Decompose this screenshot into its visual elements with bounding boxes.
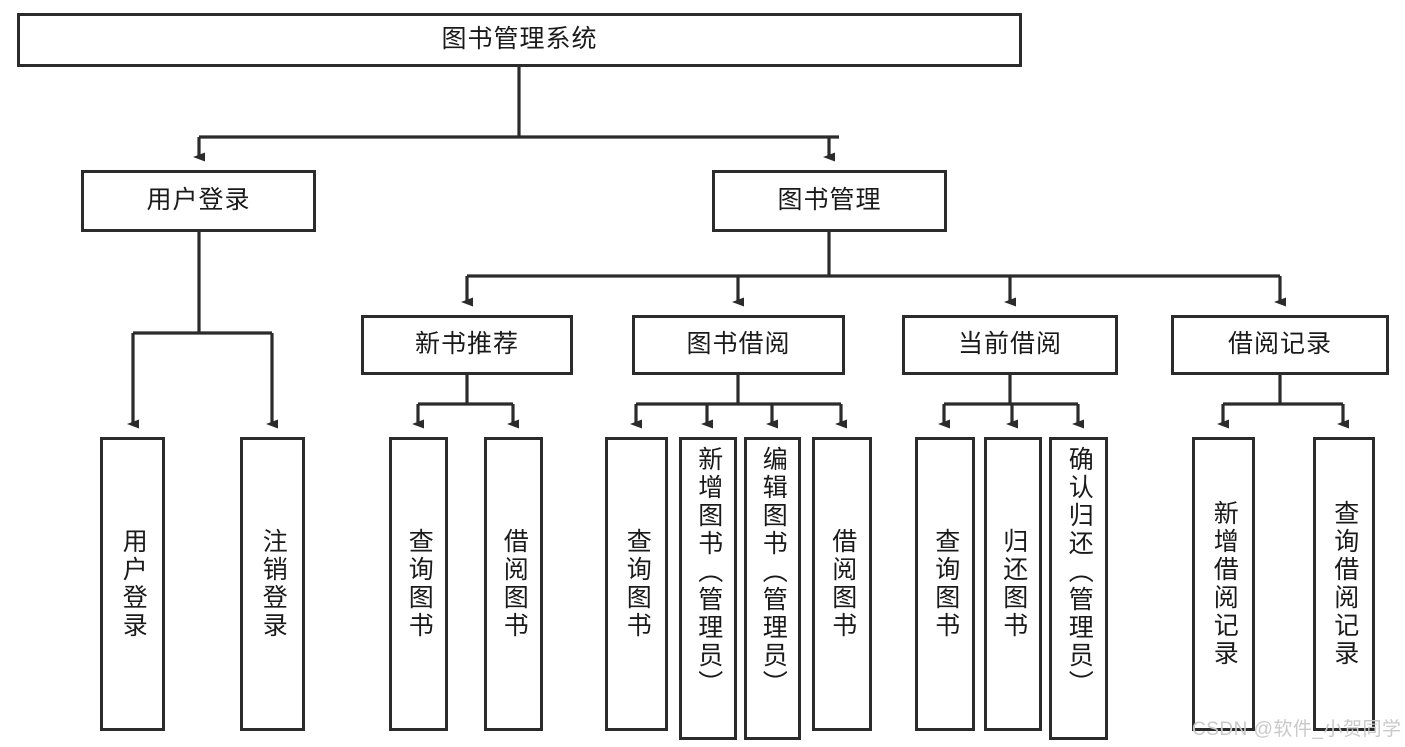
node-leaf-query-record[interactable]: 查询借阅记录 [1313,437,1375,731]
node-new-book-recommend-label: 新书推荐 [414,330,519,359]
node-leaf-query-book-2-label: 查询图书 [623,528,652,640]
node-leaf-return-book[interactable]: 归还图书 [984,437,1042,731]
node-book-borrow[interactable]: 图书借阅 [632,315,845,375]
node-borrow-record-label: 借阅记录 [1227,330,1332,359]
watermark-csdn: CSDN @软件_小贺同学 [1192,719,1402,740]
node-leaf-add-record[interactable]: 新增借阅记录 [1192,437,1255,731]
node-current-borrow[interactable]: 当前借阅 [902,315,1118,375]
node-leaf-borrow-book-2-label: 借阅图书 [828,528,857,640]
node-leaf-add-book-label: 新增图书（管理员） [694,446,723,698]
node-leaf-add-book[interactable]: 新增图书（管理员） [679,437,737,740]
node-book-manage-label: 图书管理 [777,186,882,215]
node-user-login-label: 用户登录 [146,186,251,215]
node-leaf-query-book-3-label: 查询图书 [931,528,960,640]
node-leaf-user-logout-label: 注销登录 [259,528,288,640]
node-leaf-borrow-book-1-label: 借阅图书 [500,528,529,640]
node-leaf-return-book-label: 归还图书 [999,528,1028,640]
node-book-manage[interactable]: 图书管理 [712,170,947,232]
node-borrow-record[interactable]: 借阅记录 [1171,315,1389,375]
node-root-system[interactable]: 图书管理系统 [17,13,1022,67]
node-leaf-confirm-return[interactable]: 确认归还（管理员） [1049,437,1108,740]
node-leaf-query-book-1[interactable]: 查询图书 [389,437,448,731]
node-leaf-user-login[interactable]: 用户登录 [100,437,165,731]
node-leaf-edit-book-label: 编辑图书（管理员） [759,446,788,698]
node-leaf-user-logout[interactable]: 注销登录 [240,437,305,731]
node-leaf-query-book-3[interactable]: 查询图书 [915,437,975,731]
node-leaf-query-record-label: 查询借阅记录 [1330,500,1359,668]
node-user-login[interactable]: 用户登录 [81,170,316,232]
node-root-system-label: 图书管理系统 [441,25,598,54]
node-leaf-confirm-return-label: 确认归还（管理员） [1065,446,1094,698]
node-leaf-user-login-label: 用户登录 [119,528,148,640]
node-leaf-query-book-1-label: 查询图书 [405,528,434,640]
node-leaf-query-book-2[interactable]: 查询图书 [605,437,668,731]
node-leaf-edit-book[interactable]: 编辑图书（管理员） [744,437,801,740]
node-leaf-add-record-label: 新增借阅记录 [1210,500,1239,668]
node-new-book-recommend[interactable]: 新书推荐 [361,315,573,375]
node-book-borrow-label: 图书借阅 [686,330,791,359]
node-leaf-borrow-book-2[interactable]: 借阅图书 [812,437,872,731]
node-current-borrow-label: 当前借阅 [957,330,1062,359]
node-leaf-borrow-book-1[interactable]: 借阅图书 [484,437,543,731]
